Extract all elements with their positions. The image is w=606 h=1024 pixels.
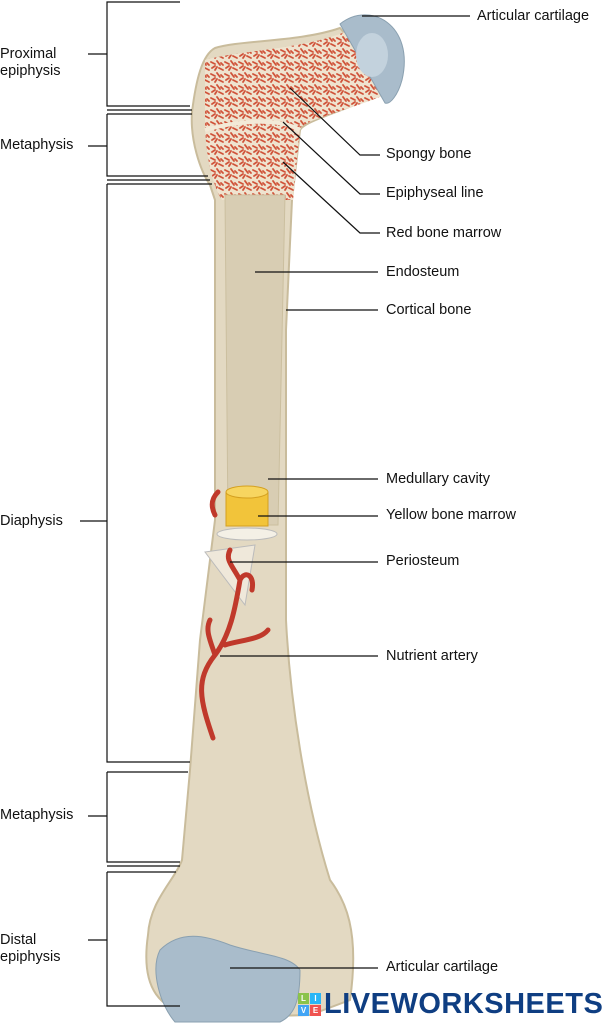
label-articular-cartilage-bottom: Articular cartilage	[386, 959, 499, 975]
label-cortical-bone: Cortical bone	[386, 302, 472, 318]
label-nutrient-artery: Nutrient artery	[386, 648, 478, 664]
medullary-cavity	[224, 194, 286, 526]
label-line: Distal	[0, 932, 37, 948]
liveworksheets-watermark: L I V E LIVEWORKSHEETS	[298, 988, 603, 1020]
label-line: epiphysis	[0, 949, 61, 965]
spongy-bone-region	[205, 32, 392, 200]
label-medullary-cavity: Medullary cavity	[386, 471, 490, 487]
nutrient-artery	[199, 489, 271, 741]
label-line: epiphysis	[0, 63, 61, 79]
logo-tile: E	[310, 1004, 321, 1016]
logo-tile: L	[298, 992, 309, 1004]
logo-text: LIVEWORKSHEETS	[324, 988, 604, 1020]
epiphyseal-line	[204, 119, 302, 132]
region-brackets	[80, 1, 212, 1007]
label-epiphyseal-line: Epiphyseal line	[386, 185, 484, 201]
label-periosteum: Periosteum	[386, 553, 460, 569]
articular-cartilage-bottom	[155, 935, 301, 1023]
label-yellow-bone-marrow: Yellow bone marrow	[386, 507, 517, 523]
live-logo-icon: L I V E	[298, 992, 321, 1016]
logo-tile: V	[298, 1004, 309, 1016]
label-diaphysis: Diaphysis	[0, 513, 63, 529]
label-articular-cartilage-top: Articular cartilage	[477, 8, 590, 24]
label-metaphysis-bottom: Metaphysis	[0, 807, 74, 823]
leader-lines	[220, 15, 470, 969]
label-red-bone-marrow: Red bone marrow	[386, 225, 502, 241]
logo-tile: I	[310, 992, 321, 1004]
label-metaphysis-top: Metaphysis	[0, 137, 74, 153]
label-endosteum: Endosteum	[386, 264, 460, 280]
label-spongy-bone: Spongy bone	[386, 146, 472, 162]
label-line: Proximal	[0, 46, 57, 62]
